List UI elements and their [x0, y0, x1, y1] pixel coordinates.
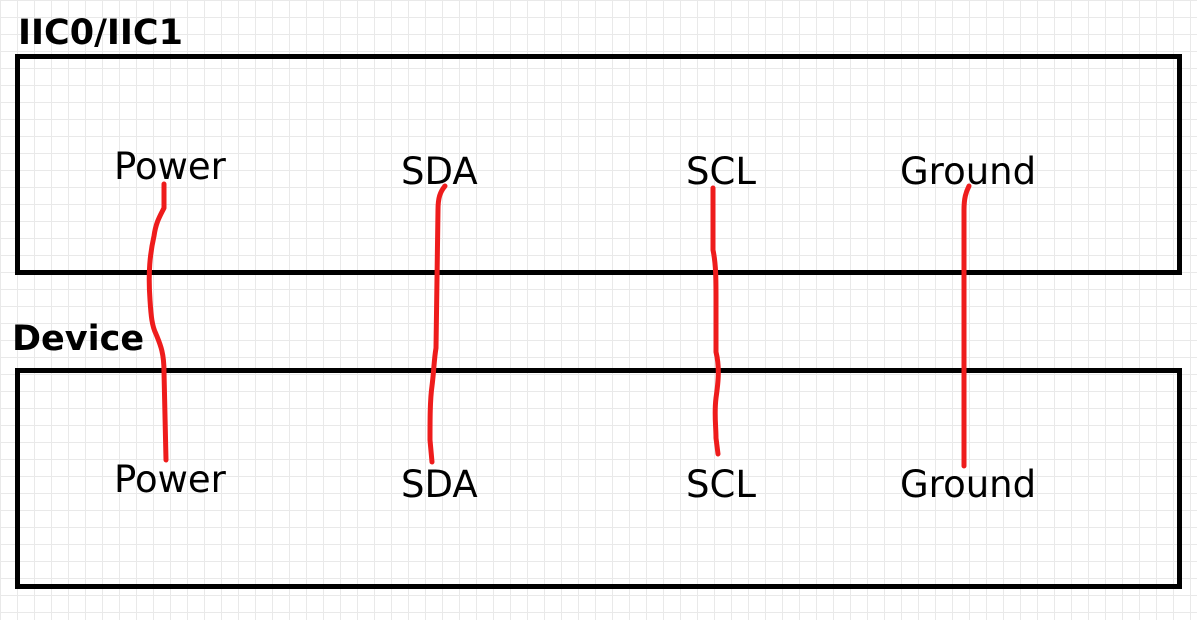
- controller-title: IIC0/IIC1: [18, 13, 183, 53]
- device-pin-ground: Ground: [900, 463, 1037, 506]
- device-title: Device: [12, 319, 145, 359]
- controller-pin-sda: SDA: [401, 150, 478, 193]
- device-pin-power: Power: [114, 458, 226, 501]
- device-box: [15, 368, 1182, 589]
- device-pin-scl: SCL: [686, 463, 756, 506]
- controller-box: [15, 54, 1182, 275]
- device-pin-sda: SDA: [401, 463, 478, 506]
- controller-pin-scl: SCL: [686, 150, 756, 193]
- controller-pin-power: Power: [114, 145, 226, 188]
- controller-pin-ground: Ground: [900, 150, 1037, 193]
